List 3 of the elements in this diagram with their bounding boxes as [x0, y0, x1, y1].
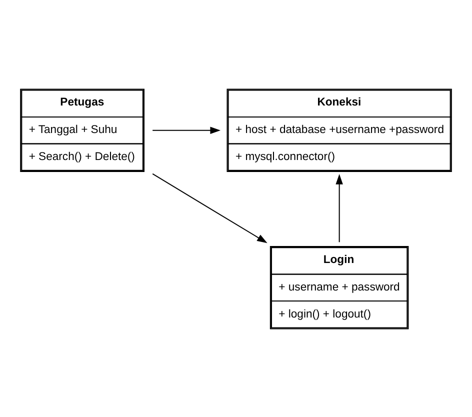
- arrow: [152, 172, 268, 243]
- arrow: [336, 174, 343, 242]
- arrow: [152, 126, 221, 134]
